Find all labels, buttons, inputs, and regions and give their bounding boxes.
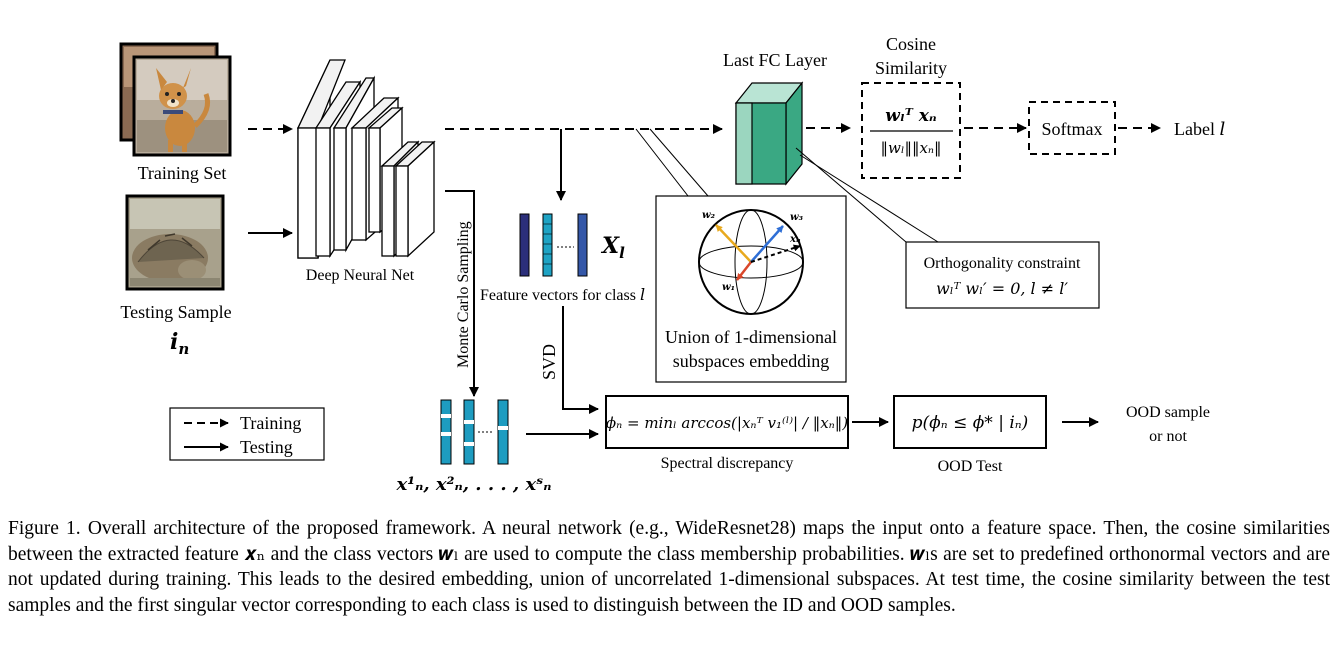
testing-sample-label: Testing Sample (120, 302, 231, 322)
w1-label: w₁ (722, 282, 735, 293)
spectral-discrepancy-box (605, 395, 849, 449)
testing-sample-image (125, 194, 225, 291)
spectral-formula: ϕₙ = minₗ arccos(|xₙᵀ v₁⁽ˡ⁾| / ‖xₙ‖) (606, 414, 848, 432)
label-output: Label l (1174, 119, 1225, 140)
monte-carlo-label: Monte Carlo Sampling (455, 221, 472, 368)
sphere-illustration: w₂ w₃ w₁ xₙ (698, 209, 804, 315)
fc-layer-block (734, 81, 804, 186)
dnn-label: Deep Neural Net (306, 267, 415, 284)
ood-test-label: OOD Test (938, 458, 1003, 475)
softmax-box (1028, 101, 1116, 155)
ood-test-box (893, 395, 1047, 449)
cosine-denominator: ‖wₗ‖‖xₙ‖ (880, 139, 941, 157)
architecture-diagram: Training Set Testing Sample in (119, 34, 1225, 495)
ood-result-line2: or not (1149, 428, 1187, 445)
dnn-layers (296, 59, 436, 259)
cosine-label-line2: Similarity (875, 58, 947, 78)
w2-label: w₂ (702, 210, 716, 221)
svd-label: SVD (539, 344, 559, 380)
feature-vectors-class-l (519, 213, 588, 277)
last-fc-label: Last FC Layer (723, 50, 827, 70)
caption-text: Figure 1. Overall architecture of the pr… (8, 518, 1330, 616)
cosine-numerator: wₗᵀ xₙ (885, 106, 937, 126)
svd-arrow (562, 306, 599, 414)
legend-training-label: Training (240, 413, 301, 433)
ood-result-line1: OOD sample (1126, 404, 1210, 421)
union-label-line1: Union of 1-dimensional (665, 327, 837, 347)
training-set-images (119, 42, 232, 157)
training-set-label: Training Set (138, 163, 227, 183)
feature-vectors-caption: Feature vectors for class l (480, 285, 645, 304)
orthogonality-title: Orthogonality constraint (924, 255, 1081, 272)
orthogonality-formula: wₗᵀ wₗ′ = 0, l ≠ l′ (936, 279, 1068, 298)
mc-samples-label: x¹ₙ, x²ₙ, . . . , xˢₙ (396, 474, 552, 495)
monte-carlo-arrow (445, 190, 479, 397)
orthogonality-box (905, 241, 1100, 309)
legend-box (169, 407, 325, 461)
spectral-discrepancy-label: Spectral discrepancy (661, 455, 794, 472)
figure-caption: Figure 1. Overall architecture of the pr… (8, 516, 1330, 618)
testing-sample-symbol: in (170, 329, 189, 358)
mc-sample-vectors (440, 399, 509, 465)
w3-label: w₃ (790, 212, 804, 223)
ood-test-formula: p(ϕₙ ≤ ϕ* | iₙ) (912, 413, 1029, 433)
union-label-line2: subspaces embedding (673, 351, 829, 371)
legend-testing-label: Testing (240, 437, 293, 457)
softmax-label: Softmax (1042, 119, 1103, 139)
X-l-symbol: Xl (600, 233, 625, 262)
union-subspaces-box (655, 195, 847, 383)
cosine-label-line1: Cosine (886, 34, 936, 54)
xn-label: xₙ (789, 234, 801, 245)
